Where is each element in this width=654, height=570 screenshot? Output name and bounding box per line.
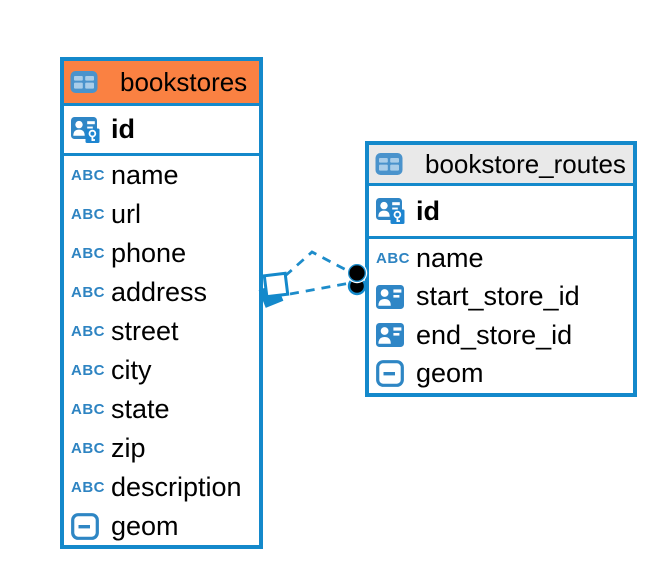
column-row-id[interactable]: id xyxy=(64,106,259,156)
column-row[interactable]: ABC name xyxy=(369,239,633,278)
column-name: state xyxy=(111,394,170,424)
column-name: end_store_id xyxy=(416,319,573,350)
entity-header-bookstore-routes[interactable]: bookstore_routes xyxy=(369,145,633,186)
table-icon xyxy=(70,70,110,94)
table-name: bookstores xyxy=(120,67,248,97)
primary-key-icon xyxy=(71,116,111,144)
column-row[interactable]: ABC city xyxy=(64,351,259,390)
text-type-icon: ABC xyxy=(71,479,105,496)
text-type-icon: ABC xyxy=(376,249,410,267)
column-row-id[interactable]: id xyxy=(369,186,633,239)
column-row[interactable]: ABC zip xyxy=(64,429,259,468)
foreign-key-icon xyxy=(376,323,416,347)
column-name: geom xyxy=(111,511,179,541)
column-row[interactable]: ABC state xyxy=(64,390,259,429)
column-row[interactable]: ABC name xyxy=(64,156,259,195)
column-name: start_store_id xyxy=(416,281,580,312)
entity-bookstores[interactable]: bookstores id ABC name ABC url ABC phone… xyxy=(60,57,263,549)
column-name: geom xyxy=(416,358,484,389)
text-type-icon: ABC xyxy=(71,284,105,301)
column-row[interactable]: start_store_id xyxy=(369,278,633,317)
column-row[interactable]: ABC description xyxy=(64,468,259,507)
column-row[interactable]: geom xyxy=(64,507,259,546)
geometry-type-icon xyxy=(71,513,111,540)
column-name: name xyxy=(416,242,484,273)
geometry-type-icon xyxy=(376,360,416,387)
primary-key-icon xyxy=(376,197,416,225)
column-name: city xyxy=(111,355,152,385)
column-name: street xyxy=(111,316,179,346)
column-name: phone xyxy=(111,238,187,268)
column-name: id xyxy=(416,195,440,226)
column-row[interactable]: ABC street xyxy=(64,312,259,351)
foreign-key-icon xyxy=(376,285,416,309)
table-name: bookstore_routes xyxy=(425,149,626,179)
column-name: address xyxy=(111,277,208,307)
entity-bookstore-routes[interactable]: bookstore_routes id ABC name start_store… xyxy=(365,141,637,397)
text-type-icon: ABC xyxy=(71,401,105,418)
text-type-icon: ABC xyxy=(71,362,105,379)
entity-header-bookstores[interactable]: bookstores xyxy=(64,61,259,106)
text-type-icon: ABC xyxy=(71,323,105,340)
table-icon xyxy=(375,152,415,176)
column-row[interactable]: ABC phone xyxy=(64,234,259,273)
text-type-icon: ABC xyxy=(71,245,105,262)
column-row[interactable]: ABC address xyxy=(64,273,259,312)
text-type-icon: ABC xyxy=(71,167,105,184)
column-name: id xyxy=(111,114,135,144)
text-type-icon: ABC xyxy=(71,440,105,457)
column-row[interactable]: geom xyxy=(369,355,633,394)
column-name: url xyxy=(111,199,142,229)
column-name: description xyxy=(111,472,242,502)
column-name: name xyxy=(111,160,179,190)
column-row[interactable]: end_store_id xyxy=(369,316,633,355)
text-type-icon: ABC xyxy=(71,206,105,223)
column-row[interactable]: ABC url xyxy=(64,195,259,234)
column-name: zip xyxy=(111,433,146,463)
